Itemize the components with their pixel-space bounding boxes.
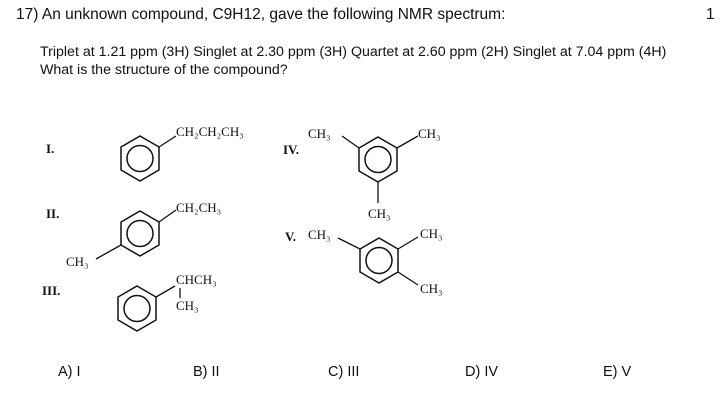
nmr-spectrum-text: Triplet at 1.21 ppm (3H) Singlet at 2.30… xyxy=(40,44,667,60)
substituent-propyl: CH₂CH₂CH₃ xyxy=(176,124,244,139)
choice-a[interactable]: A) I xyxy=(58,364,81,380)
structure-v-ring xyxy=(337,236,419,286)
question-prompt: What is the structure of the compound? xyxy=(40,62,288,78)
numeral-ii: II. xyxy=(46,206,60,221)
numeral-v: V. xyxy=(285,229,296,244)
structure-ii-ring xyxy=(95,209,177,260)
numeral-i: I. xyxy=(46,141,55,156)
methyl-v-bottom: CH₃ xyxy=(420,281,443,296)
numeral-iv: IV. xyxy=(283,142,300,157)
substituent-methyl-ii: CH₃ xyxy=(66,254,89,269)
structure-iv-ring xyxy=(341,135,419,203)
substituent-methyl-iii: CH₃ xyxy=(176,298,199,313)
choice-b[interactable]: B) II xyxy=(193,364,220,380)
substituent-ethyl: CH₂CH₃ xyxy=(176,200,222,215)
methyl-iv-right: CH₃ xyxy=(418,126,441,141)
numeral-iii: III. xyxy=(42,283,61,298)
page-number: 1 xyxy=(706,6,715,23)
methyl-v-left: CH₃ xyxy=(308,227,331,242)
choice-d[interactable]: D) IV xyxy=(465,364,499,380)
substituent-chch3: CHCH₃ xyxy=(176,272,217,287)
structure-iii-ring xyxy=(117,285,181,332)
choice-c[interactable]: C) III xyxy=(328,364,360,380)
question-title: 17) An unknown compound, C9H12, gave the… xyxy=(16,6,506,23)
choice-e[interactable]: E) V xyxy=(603,364,632,380)
methyl-iv-left: CH₃ xyxy=(308,126,331,141)
methyl-v-top: CH₃ xyxy=(420,226,443,241)
methyl-iv-bottom: CH₃ xyxy=(368,206,391,221)
structure-i-ring xyxy=(120,135,177,182)
